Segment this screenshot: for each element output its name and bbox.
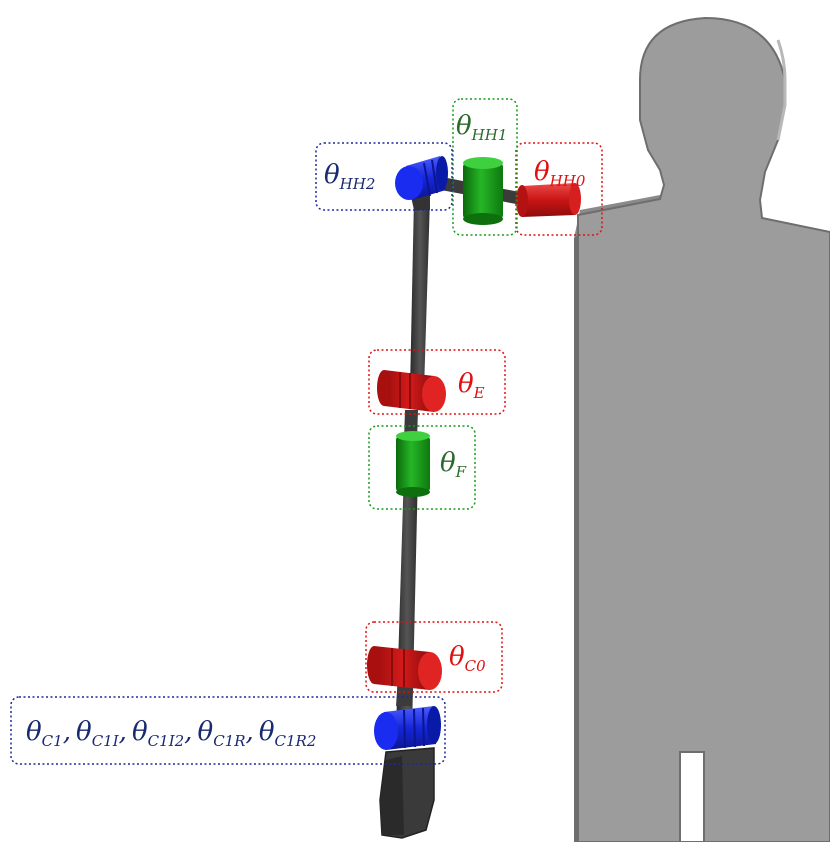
joint-c1-ring-3 bbox=[422, 707, 425, 747]
label-c1-group: θC1, θC1I, θC1I2, θC1R, θC1R2 bbox=[26, 717, 316, 750]
joint-hh0-cap-left bbox=[516, 185, 528, 217]
silhouette-head-rim bbox=[776, 39, 787, 141]
joint-hh2-ring-1 bbox=[423, 162, 431, 197]
joint-e-cap-left bbox=[377, 370, 391, 406]
joint-hh0-cap-right bbox=[569, 183, 581, 215]
label-e: θE bbox=[458, 369, 485, 402]
box-f bbox=[368, 425, 476, 510]
box-c1 bbox=[10, 696, 446, 765]
joint-hh1 bbox=[463, 157, 503, 225]
silhouette-slot bbox=[679, 751, 705, 842]
box-e bbox=[368, 349, 506, 415]
joint-hh2-cap-left bbox=[395, 166, 423, 200]
label-hh2: θHH2 bbox=[324, 160, 375, 193]
box-c0 bbox=[365, 621, 503, 693]
joint-labels: θHH0 θHH1 θHH2 θE θF θC0 θC1, θC1I, θC1I… bbox=[26, 111, 586, 750]
joint-c1-ring-1 bbox=[403, 709, 406, 749]
human-silhouette bbox=[574, 16, 830, 842]
joint-hh1-cap-bottom bbox=[463, 213, 503, 225]
silhouette-top-edge bbox=[574, 195, 660, 238]
joint-f bbox=[396, 431, 430, 497]
joint-f-cap-bottom bbox=[396, 487, 430, 497]
joint-hh2 bbox=[395, 156, 448, 200]
joint-c0-cap-right bbox=[418, 652, 442, 690]
joint-c1-cap-left bbox=[374, 712, 398, 750]
hand-shade bbox=[380, 756, 404, 835]
joint-c1 bbox=[374, 706, 441, 750]
upper-arm-link bbox=[410, 198, 430, 390]
box-hh1 bbox=[452, 98, 518, 236]
joint-c1-cap-right bbox=[427, 706, 441, 744]
label-boxes bbox=[10, 98, 603, 765]
label-c0: θC0 bbox=[449, 642, 486, 675]
joint-e-cap-right bbox=[422, 376, 446, 412]
box-hh2 bbox=[315, 142, 453, 211]
joint-c0-cap-left bbox=[367, 646, 381, 684]
joint-hh2-cap-right bbox=[436, 156, 448, 190]
joint-f-cap-top bbox=[396, 431, 430, 441]
hand-effector bbox=[379, 747, 435, 839]
joint-hh1-cap-top bbox=[463, 157, 503, 169]
silhouette-body bbox=[577, 16, 830, 842]
joint-hh0 bbox=[516, 183, 581, 217]
joint-c0 bbox=[367, 646, 442, 690]
joint-hh2-ring-2 bbox=[431, 159, 438, 194]
label-hh0: θHH0 bbox=[534, 157, 586, 190]
joint-e bbox=[377, 370, 446, 412]
label-hh1: θHH1 bbox=[456, 111, 507, 144]
joint-c1-ring-2 bbox=[413, 708, 416, 748]
label-f: θF bbox=[440, 448, 467, 481]
